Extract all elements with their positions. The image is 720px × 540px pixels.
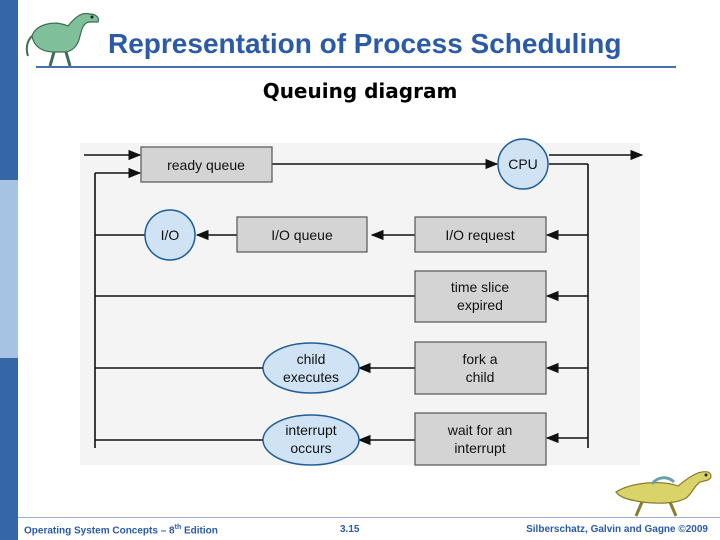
slide-sidebar	[0, 0, 18, 540]
time-slice-label-line1: time slice	[451, 279, 510, 295]
wait-interrupt-box	[414, 412, 547, 466]
io-queue-label: I/O queue	[271, 227, 333, 243]
footer-copyright: Silberschatz, Galvin and Gagne ©2009	[526, 524, 708, 535]
interrupt-occurs-node	[262, 414, 360, 466]
footer-divider	[18, 517, 720, 518]
footer-book-title: Operating System Concepts – 8th Edition	[24, 524, 218, 536]
fork-child-box	[414, 341, 547, 395]
io-request-label: I/O request	[445, 227, 514, 243]
dinosaur-logo-icon	[25, 12, 100, 67]
time-slice-label-line2: expired	[457, 297, 503, 313]
dinosaur-footer-icon	[615, 471, 712, 517]
footer-page-number: 3.15	[340, 524, 360, 535]
io-device-label: I/O	[161, 227, 180, 243]
footer-edition-sup: th	[174, 524, 182, 531]
io-request-box	[414, 216, 547, 253]
wait-interrupt-label-line1: wait for an	[447, 422, 513, 438]
interrupt-occurs-label-line1: interrupt	[285, 422, 336, 438]
sidebar-band-middle	[0, 180, 18, 358]
time-slice-box	[414, 270, 547, 323]
child-executes-label-line1: child	[297, 351, 326, 367]
ready-queue-box	[140, 146, 273, 183]
fork-child-label-line1: fork a	[462, 351, 497, 367]
io-queue-box	[236, 216, 368, 253]
slide-title: Representation of Process Scheduling	[108, 28, 622, 59]
fork-child-label-line2: child	[466, 369, 495, 385]
title-underline	[36, 66, 676, 68]
diagram-background	[80, 143, 640, 465]
io-device-node	[144, 209, 196, 261]
footer-edition-suffix: Edition	[181, 525, 218, 537]
footer-book-text: Operating System Concepts – 8	[24, 525, 175, 537]
cpu-label: CPU	[508, 156, 538, 172]
sidebar-band-bottom	[0, 358, 18, 540]
child-executes-label-line2: executes	[283, 369, 339, 385]
interrupt-occurs-label-line2: occurs	[290, 440, 331, 456]
diagram-subtitle: Queuing diagram	[262, 79, 458, 103]
wait-interrupt-label-line2: interrupt	[454, 440, 505, 456]
ready-queue-label: ready queue	[167, 157, 245, 173]
sidebar-band-top	[0, 0, 18, 180]
child-executes-node	[262, 342, 360, 394]
cpu-node	[497, 138, 549, 190]
